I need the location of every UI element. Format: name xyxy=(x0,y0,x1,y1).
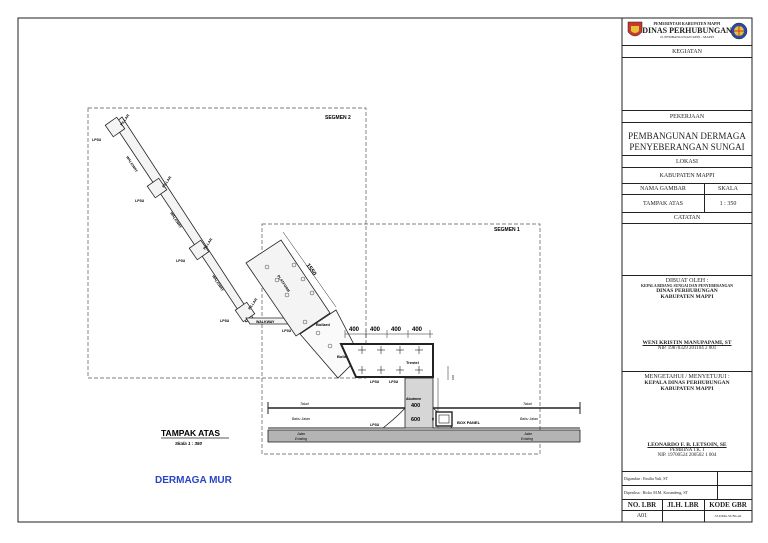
pillar-block xyxy=(146,177,168,199)
segment-1-box xyxy=(261,223,541,455)
dimension-400: 400 xyxy=(412,327,423,333)
pekerjaan-label: PEKERJAAN xyxy=(622,111,752,123)
view-title: TAMPAK ATAS xyxy=(161,428,220,438)
sheet-border xyxy=(17,17,753,523)
pillar-label: PILLAR xyxy=(162,175,173,188)
lp3u-label: LP3U xyxy=(92,138,102,142)
kode-gbr-label: KODE GBR xyxy=(709,501,747,509)
agency-line1: PEMERINTAH KABUPATEN MAPPI xyxy=(653,21,721,26)
digambar: Digambar : Emilia Yuli, ST xyxy=(622,472,752,486)
title-block: PEMERINTAH KABUPATEN MAPPI DINAS PERHUBU… xyxy=(622,18,752,522)
signer2-rank: PEMBINA TK. I xyxy=(669,448,705,453)
talud-label: Talud xyxy=(523,402,533,406)
dibuat-line3: KABUPATEN MAPPI xyxy=(660,294,714,300)
trestel-structure: Trestel xyxy=(339,343,434,378)
pekerjaan-value: PEMBANGUNAN DERMAGA PENYEBERANGAN SUNGAI xyxy=(622,123,752,156)
scale-text: Skala 1 : 350 xyxy=(175,441,203,446)
catatan-label: CATATAN xyxy=(622,213,752,224)
lp3u-label: LP3U xyxy=(389,380,399,384)
agency-line3: JL PEMBANGUNAN KEPI - MAPPI xyxy=(660,35,714,39)
dibuat-oleh-section: DIBUAT OLEH : KEPALA BIDANG SUNGAI DAN P… xyxy=(622,276,752,372)
nama-gambar-value: TAMPAK ATAS xyxy=(643,201,683,207)
box-panel-label: BOX PANEL xyxy=(457,420,481,425)
diperiksa: Diperiksa : Ricko M.M. Korundeng, ST xyxy=(622,486,752,500)
catatan-value xyxy=(622,224,752,276)
signer2-nip: NIP. 19700524 200502 1 004 xyxy=(657,453,717,458)
lp3u-label: LP3U xyxy=(370,423,380,427)
nama-skala-values: TAMPAK ATAS 1 : 350 xyxy=(622,195,752,213)
skala-label: SKALA xyxy=(717,186,738,192)
segment-2-box xyxy=(87,107,367,379)
pillar-label: PILLAR xyxy=(120,113,131,126)
pillar-label: PILLAR xyxy=(203,237,214,250)
skala-value: 1 : 350 xyxy=(719,201,737,207)
walkway-structure xyxy=(104,116,361,379)
pillar-label: PILLAR xyxy=(248,297,259,310)
bollard-label: Bollard xyxy=(316,322,330,327)
kepala-line1: KEPALA DINAS PERHUBUNGAN xyxy=(644,380,730,386)
sheet-number-values: A01 53.DMG.SUNGAI xyxy=(622,511,752,522)
dimension-600: 600 xyxy=(411,417,420,423)
mengetahui-section: MENGETAHUI / MENYETUJUI : KEPALA DINAS P… xyxy=(622,372,752,472)
nama-skala-row: NAMA GAMBAR SKALA xyxy=(622,184,752,195)
dimension-100: 100 xyxy=(451,375,455,380)
talud-label: Talud xyxy=(300,402,310,406)
no-lbr-label: NO. LBR xyxy=(627,501,657,509)
dimension-1550: 1550 xyxy=(304,263,317,278)
bahu-jalan-label: Bahu Jalan xyxy=(520,417,538,421)
dibuat-line1: KEPALA BIDANG SUNGAI DAN PENYEBERANGAN xyxy=(641,284,733,288)
segment-2-label: SEGMEN 2 xyxy=(325,115,351,121)
lokasi-value: KABUPATEN MAPPI xyxy=(622,168,752,184)
signer1-nip: NIP. 19870329 201104 2 001 xyxy=(657,346,717,351)
agency-header: PEMERINTAH KABUPATEN MAPPI DINAS PERHUBU… xyxy=(622,18,752,46)
existing-label: Existing xyxy=(521,437,533,441)
kode-gbr-value: 53.DMG.SUNGAI xyxy=(714,514,742,518)
dibuat-oleh-label: DIBUAT OLEH : xyxy=(665,278,709,284)
pekerjaan-line1: PEMBANGUNAN DERMAGA xyxy=(628,131,746,141)
sheet-number-header: NO. LBR JLH. LBR KODE GBR xyxy=(622,500,752,511)
kegiatan-value xyxy=(622,58,752,111)
abutmen-label: Abutmen xyxy=(406,397,421,401)
dimension-400-abutmen: 400 xyxy=(411,403,420,409)
road-section: Talud Talud Bahu Jalan Bahu Jalan Jalan … xyxy=(267,402,581,443)
lp3u-label: LP3U xyxy=(135,199,145,203)
pillar-block xyxy=(104,116,126,138)
signer2-name: LEONARDO F. B. LETSOIN, SE xyxy=(647,442,727,448)
jalan-label: Jalan xyxy=(296,432,305,436)
no-lbr-value: A01 xyxy=(636,513,648,519)
bahu-jalan-label: Bahu Jalan xyxy=(292,417,310,421)
lp3u-label: LP3U xyxy=(176,259,186,263)
bollard-label: Bollard xyxy=(337,354,351,359)
trestel-label: Trestel xyxy=(406,360,419,365)
nama-gambar-label: NAMA GAMBAR xyxy=(640,186,686,192)
kepala-line2: KABUPATEN MAPPI xyxy=(660,386,714,392)
platform xyxy=(245,239,331,337)
project-name: DERMAGA MUR xyxy=(155,475,233,486)
lp3u-label: LP3U xyxy=(370,380,380,384)
existing-label: Existing xyxy=(295,437,307,441)
signer1-name: WENI KRISTIN MANUPAPAMI, ST xyxy=(642,340,732,346)
lp3u-label: LP3U xyxy=(282,329,292,333)
mengetahui-label: MENGETAHUI / MENYETUJUI : xyxy=(644,374,730,380)
dimension-400: 400 xyxy=(349,327,360,333)
jalan-label: Jalan xyxy=(523,432,532,436)
kegiatan-label: KEGIATAN xyxy=(622,46,752,58)
lokasi-label: LOKASI xyxy=(622,156,752,168)
abutmen-structure: Abutmen 400 600 xyxy=(404,377,434,429)
transport-agency-logo-icon xyxy=(730,22,748,40)
lp3u-label: LP3U xyxy=(220,319,230,323)
segment-1-label: SEGMEN 1 xyxy=(494,227,520,233)
dimension-400: 400 xyxy=(391,327,402,333)
pekerjaan-line2: PENYEBERANGAN SUNGAI xyxy=(629,142,745,152)
agency-line2: DINAS PERHUBUNGAN xyxy=(642,26,732,35)
regency-emblem-icon xyxy=(627,21,643,37)
pillar-block xyxy=(188,239,210,261)
jlh-lbr-label: JLH. LBR xyxy=(667,501,699,509)
dibuat-line2: DINAS PERHUBUNGAN xyxy=(656,288,718,294)
walkway-label: WALKWAY xyxy=(256,320,275,324)
dimension-45: 45 xyxy=(431,417,435,421)
box-panel: BOX PANEL 45 xyxy=(431,411,481,427)
dimension-400: 400 xyxy=(370,327,381,333)
